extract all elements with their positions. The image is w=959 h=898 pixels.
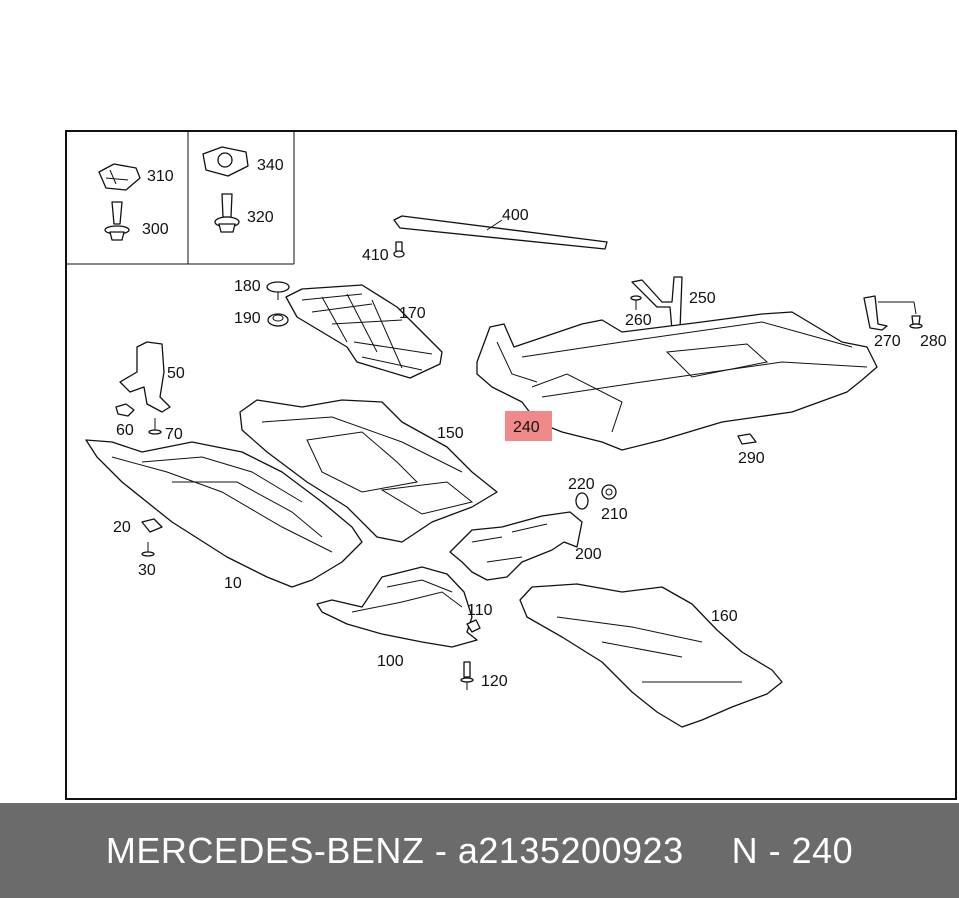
label-310: 310 <box>147 168 174 185</box>
label-120: 120 <box>481 673 508 690</box>
label-400: 400 <box>502 207 529 224</box>
label-180: 180 <box>234 278 261 295</box>
label-210: 210 <box>601 506 628 523</box>
part-50-bracket <box>119 341 171 413</box>
label-280: 280 <box>920 333 947 350</box>
label-250: 250 <box>689 290 716 307</box>
part-260-bolt <box>630 295 642 310</box>
part-30-screw <box>141 542 155 557</box>
part-400-strut <box>393 215 608 250</box>
label-260: 260 <box>625 312 652 329</box>
label-410: 410 <box>362 247 389 264</box>
label-240: 240 <box>513 419 540 436</box>
bolt-icon <box>104 201 130 241</box>
label-10: 10 <box>224 575 242 592</box>
part-160-panel <box>519 583 783 728</box>
label-320: 320 <box>247 209 274 226</box>
label-110: 110 <box>467 602 493 619</box>
screw-icon <box>214 193 240 233</box>
label-100: 100 <box>377 653 404 670</box>
part-250-bracket <box>631 276 683 331</box>
part-290-clip <box>737 433 757 445</box>
part-210-nut <box>601 484 617 500</box>
footer-brand: MERCEDES-BENZ <box>105 829 425 871</box>
part-200-bracket <box>449 511 583 581</box>
label-190: 190 <box>234 310 261 327</box>
footer-separator: - <box>424 829 458 871</box>
part-190-washer <box>267 313 289 327</box>
label-340: 340 <box>257 157 284 174</box>
part-60-clip <box>115 403 135 417</box>
label-300: 300 <box>142 221 169 238</box>
footer-part-number: a2135200923 <box>457 829 684 871</box>
label-50: 50 <box>167 365 185 382</box>
label-20: 20 <box>113 519 131 536</box>
part-180-grommet <box>266 281 290 300</box>
part-280-screw <box>909 315 923 329</box>
label-160: 160 <box>711 608 738 625</box>
part-120-bolt <box>460 661 474 690</box>
part-110-clip <box>466 619 481 633</box>
part-10-front-panel <box>85 439 363 588</box>
label-290: 290 <box>738 450 765 467</box>
label-270: 270 <box>874 333 901 350</box>
label-30: 30 <box>138 562 156 579</box>
part-220-washer <box>575 492 589 510</box>
hardware-inset: 310 300 340 320 <box>67 132 295 265</box>
parts-diagram: 310 300 340 320 400 410 <box>65 130 957 800</box>
part-150-panel <box>239 399 498 543</box>
label-60: 60 <box>116 422 134 439</box>
footer-caption: MERCEDES-BENZ - a2135200923 N - 240 <box>106 830 853 872</box>
exploded-view: 310 300 340 320 400 410 <box>67 132 947 728</box>
part-170-panel <box>285 284 443 379</box>
part-70-screw <box>148 418 162 435</box>
part-20-clip <box>141 518 163 533</box>
label-70: 70 <box>165 426 183 443</box>
nut-clip-icon <box>202 146 249 177</box>
label-170: 170 <box>399 305 426 322</box>
footer-ref: N - 240 <box>731 829 854 871</box>
part-410-screw <box>393 241 405 258</box>
clip-icon <box>98 163 141 191</box>
part-270-bracket <box>863 295 917 331</box>
label-150: 150 <box>437 425 464 442</box>
label-220: 220 <box>568 476 595 493</box>
highlight-240 <box>505 411 552 441</box>
part-100-panel <box>316 566 478 648</box>
label-200: 200 <box>575 546 602 563</box>
footer-bar: MERCEDES-BENZ - a2135200923 N - 240 <box>0 803 959 898</box>
